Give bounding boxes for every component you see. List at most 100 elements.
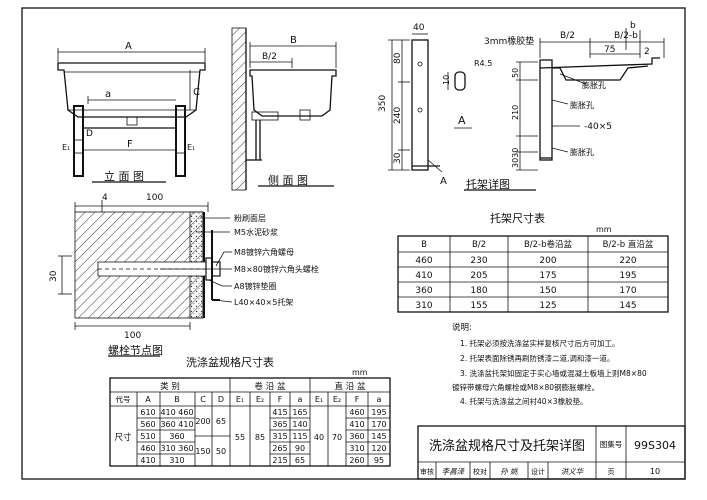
bracket-table-title: 托架尺寸表 bbox=[490, 211, 545, 225]
bracket-r45: R4.5 bbox=[474, 59, 492, 68]
sink-cell-B: 310 360 bbox=[160, 444, 193, 453]
bracket-row-2: 360 180 150 170 bbox=[415, 286, 636, 296]
bolt-dim-100-top: 100 bbox=[146, 193, 163, 203]
sink-sub-header: F bbox=[355, 395, 360, 404]
sink-cell-str-a: 195 bbox=[371, 408, 386, 417]
sink-group-category: 类 别 bbox=[160, 381, 180, 392]
sink-cell-roll-E2: 85 bbox=[255, 433, 265, 442]
elev-label-a: a bbox=[105, 89, 111, 100]
sink-cell-roll-F: 215 bbox=[272, 456, 287, 465]
sink-cell-str-a: 145 bbox=[371, 432, 386, 441]
sink-group-roll-edge: 卷 沿 盆 bbox=[255, 381, 286, 392]
sink-cell-str-F: 460 bbox=[349, 408, 364, 417]
bracket-dim-40: 40 bbox=[413, 23, 425, 33]
sink-cell-roll-F: 365 bbox=[272, 420, 287, 429]
elev-label-E1-left: E₁ bbox=[62, 143, 70, 152]
bolt-title: 螺栓节点图 bbox=[108, 343, 163, 357]
bracket-hole-mid: 膨胀孔 bbox=[570, 100, 594, 110]
sink-sub-header: 代号 bbox=[116, 394, 131, 404]
bracket-dim-2: 2 bbox=[644, 47, 650, 57]
sink-sub-header: E₁ bbox=[315, 395, 323, 404]
sink-table-title: 洗涤盆规格尺寸表 bbox=[186, 355, 274, 369]
sink-cell-A: 510 bbox=[140, 432, 155, 441]
sink-sub-header: A bbox=[145, 395, 151, 404]
tb-page-number: 10 bbox=[650, 467, 660, 476]
tb-reviewer-signature: 李昌泽 bbox=[442, 467, 465, 476]
bracket-rubber: 3mm橡胶垫 bbox=[484, 35, 534, 47]
bracket-B2b: B/2-b bbox=[614, 31, 638, 41]
bolt-callout-1: 粉刷面层 bbox=[234, 213, 266, 223]
sink-cell-str-E1: 40 bbox=[314, 433, 324, 442]
atlas-label: 图集号 bbox=[600, 439, 623, 449]
bracket-th-0: B bbox=[421, 240, 427, 250]
sink-cell-str-F: 260 bbox=[349, 456, 364, 465]
note-2: 2. 托架表面除锈再刷防锈漆二道,调和漆一道。 bbox=[460, 353, 614, 363]
sink-cell-C: 200 bbox=[195, 417, 210, 426]
sink-cell-roll-a: 165 bbox=[292, 408, 307, 417]
bracket-cell: 200 bbox=[539, 256, 556, 266]
side-view-title: 侧 面 图 bbox=[268, 174, 308, 187]
bolt-dim-100-bottom: 100 bbox=[124, 331, 141, 341]
tb-check-label: 校对 bbox=[473, 467, 487, 476]
bracket-th-2: B/2-b卷沿盆 bbox=[524, 239, 573, 250]
bolt-detail: 4 100 100 30 粉刷面层 M5水泥砂浆 M8镀锌六角螺母 M8×80镀… bbox=[49, 193, 319, 357]
bracket-cell: 360 bbox=[415, 286, 432, 296]
bracket-cell: 175 bbox=[539, 271, 556, 281]
atlas-number: 99S304 bbox=[634, 439, 676, 452]
bracket-cell: 170 bbox=[619, 286, 636, 296]
bracket-hole-top: 膨胀孔 bbox=[582, 80, 606, 90]
sink-cell-str-E2: 70 bbox=[332, 433, 342, 442]
bracket-hole-bottom: 膨胀孔 bbox=[570, 147, 594, 157]
bracket-cell: 125 bbox=[539, 301, 556, 311]
sink-cell-D: 50 bbox=[216, 447, 226, 456]
bracket-th-1: B/2 bbox=[472, 240, 486, 250]
bracket-size-table: 托架尺寸表 mm B B/2 B/2-b卷沿盆 B/2-b 直沿盆 460 23… bbox=[397, 211, 669, 313]
elevation-title: 立 面 图 bbox=[104, 169, 144, 183]
bracket-dim-50: 50 bbox=[511, 68, 520, 78]
bracket-row-0: 460 230 200 220 bbox=[415, 256, 636, 266]
note-3-cont: 镀锌带螺母六角螺栓或M8×80钢膨胀螺栓。 bbox=[452, 382, 599, 392]
bracket-cell: 230 bbox=[470, 256, 487, 266]
bracket-dim-210: 210 bbox=[511, 105, 520, 120]
bracket-detail: 40 80 350 240 30 A R4.5 10 A 3mm橡胶垫 B/2 … bbox=[378, 21, 665, 191]
bracket-dim-10: 10 bbox=[442, 75, 451, 85]
sink-sub-header: E₂ bbox=[256, 395, 264, 404]
bolt-callout-2: M5水泥砂浆 bbox=[234, 227, 278, 237]
bracket-b: b bbox=[630, 21, 636, 31]
bracket-dim-3030: 3030 bbox=[511, 148, 520, 168]
title-block-title: 洗涤盆规格尺寸及托架详图 bbox=[429, 438, 585, 454]
bracket-cell: 180 bbox=[470, 286, 487, 296]
bracket-th-3: B/2-b 直沿盆 bbox=[603, 239, 654, 250]
sink-cell-roll-a: 140 bbox=[292, 420, 307, 429]
sink-cell-str-a: 120 bbox=[371, 444, 386, 453]
tb-review-label: 审核 bbox=[420, 467, 434, 476]
bracket-dim-30: 30 bbox=[393, 152, 403, 164]
sink-cell-roll-a: 90 bbox=[295, 444, 305, 453]
sink-cell-str-F: 310 bbox=[349, 444, 364, 453]
sink-row-label: 尺寸 bbox=[114, 432, 132, 443]
sink-cell-roll-F: 415 bbox=[272, 408, 287, 417]
bracket-label-A-left: A bbox=[458, 114, 466, 127]
sink-sub-header: B bbox=[174, 395, 180, 404]
sheet-frame bbox=[21, 7, 686, 480]
side-view: B B/2 侧 面 图 bbox=[231, 27, 337, 191]
sink-cell-D: 65 bbox=[216, 417, 226, 426]
bolt-callout-3: M8镀锌六角螺母 bbox=[234, 247, 294, 257]
bracket-cell: 150 bbox=[539, 286, 556, 296]
tb-page-label: 页 bbox=[608, 468, 615, 476]
bolt-callout-5: A8镀锌垫圈 bbox=[234, 281, 277, 291]
sink-cell-str-a: 95 bbox=[374, 456, 384, 465]
elevation-view: A a C D F E₁ E₁ 立 面 图 bbox=[57, 41, 206, 183]
sink-cell-A: 610 bbox=[140, 408, 155, 417]
sink-size-table: 洗涤盆规格尺寸表 mm 类 别 卷 沿 盆 直 沿 盆 代号 bbox=[109, 355, 391, 467]
bracket-cell: 145 bbox=[619, 301, 636, 311]
sink-cell-A: 560 bbox=[140, 420, 155, 429]
tb-design-label: 设计 bbox=[531, 467, 545, 476]
sink-cell-A: 460 bbox=[140, 444, 155, 453]
sink-cell-roll-a: 115 bbox=[292, 432, 307, 441]
sink-cell-roll-F: 265 bbox=[272, 444, 287, 453]
notes-title: 说明: bbox=[452, 322, 472, 333]
sink-sub-header: E₂ bbox=[333, 395, 341, 404]
notes: 说明: 1. 托架必须按洗涤盆实样复核尺寸后方可加工。 2. 托架表面除锈再刷防… bbox=[452, 322, 647, 406]
